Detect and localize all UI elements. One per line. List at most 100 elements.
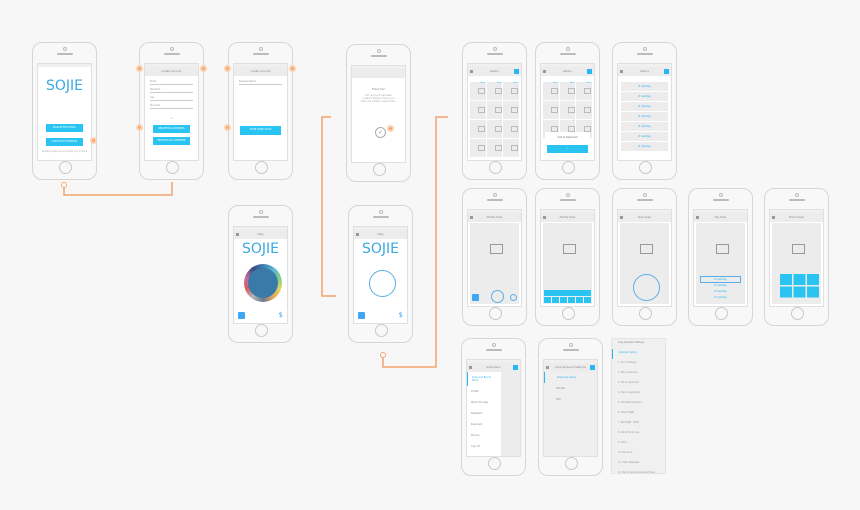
menu-item[interactable]: Keyboard — [471, 423, 483, 426]
gallery-tile[interactable]: New — [576, 82, 592, 100]
nav-bar: Create Account — [145, 67, 198, 76]
gallery-tile[interactable]: 1 — [486, 120, 503, 138]
menu-icon[interactable] — [356, 233, 359, 236]
start-button[interactable]: START SOME VALUE — [240, 126, 281, 135]
menu-item[interactable]: Log out — [471, 445, 480, 448]
gallery-tile[interactable] — [543, 101, 559, 119]
menu-icon[interactable] — [543, 70, 546, 73]
menu-item[interactable]: Share the App — [471, 401, 489, 404]
gallery-tile[interactable]: New — [543, 82, 559, 100]
home-button — [639, 161, 652, 174]
settings-item[interactable]: FAQ — [556, 398, 561, 401]
hotspot-marker — [136, 124, 143, 131]
register-business-button[interactable]: REGISTER AS BUSINESS — [153, 125, 190, 133]
gallery-tile[interactable] — [559, 101, 576, 119]
nav-title: SoJie — [377, 233, 384, 236]
menu-item[interactable]: Sojie and Brand Store — [467, 372, 501, 386]
keyboard-icon[interactable] — [238, 312, 245, 319]
tool-bar[interactable] — [544, 290, 591, 296]
sojie-circle[interactable] — [369, 270, 396, 297]
signup-email-button[interactable]: SIGN UP WITH EMAIL — [46, 124, 83, 132]
filters-icon[interactable] — [510, 294, 517, 301]
logo: SOJIE — [361, 241, 399, 257]
home-button — [373, 163, 386, 176]
or-label: or — [170, 117, 173, 120]
gallery-tile[interactable]: New — [486, 82, 503, 100]
hashtag-item[interactable]: # hashtag — [621, 102, 668, 111]
capture-circle[interactable] — [633, 274, 660, 301]
hashtag-item[interactable]: # hashtag — [621, 112, 668, 121]
keyboard-icon[interactable] — [358, 312, 365, 319]
business-name-field[interactable]: Business Name — [239, 80, 282, 85]
phone-modify-sojie: Modify Sojie — [462, 188, 527, 326]
capture-button[interactable] — [491, 290, 504, 303]
gallery-tile[interactable]: New — [503, 82, 519, 100]
hashtag-option[interactable]: # hashtag — [700, 276, 741, 283]
hotspot-marker — [387, 125, 394, 132]
home-button — [489, 307, 502, 320]
add-icon[interactable] — [664, 69, 669, 74]
setup-step: 6. Select SOJIE — [618, 411, 635, 415]
currency-icon[interactable]: $ — [398, 311, 403, 319]
hashtag-item[interactable]: # hashtag — [621, 122, 668, 131]
image-icon — [563, 244, 576, 254]
tool-buttons[interactable] — [544, 297, 591, 303]
phone-login-screen: SOJIE SIGN UP WITH EMAIL LOGIN WITH FACE… — [32, 42, 97, 180]
menu-icon[interactable] — [236, 233, 239, 236]
login-facebook-button[interactable]: LOGIN WITH FACEBOOK — [46, 138, 83, 146]
settings-item[interactable]: Tutorial — [556, 387, 565, 390]
add-icon[interactable] — [514, 69, 519, 74]
add-icon[interactable] — [587, 69, 592, 74]
menu-item[interactable]: Profile — [471, 390, 479, 393]
phone-menu: Sojie Menu Sojie and Brand Store Profile… — [461, 338, 526, 476]
gallery-tile[interactable] — [503, 120, 519, 138]
gallery-tile[interactable] — [503, 139, 519, 157]
gallery-tile[interactable] — [503, 101, 519, 119]
keyboard-icon[interactable] — [472, 294, 479, 301]
hashtag-item[interactable]: # hashtag — [621, 82, 668, 91]
hashtag-item[interactable]: # hashtag — [621, 132, 668, 141]
menu-icon[interactable] — [620, 70, 623, 73]
age-field[interactable]: Age — [150, 96, 193, 101]
password-field[interactable]: Password — [150, 88, 193, 93]
hashtag-item[interactable]: # hashtag — [621, 92, 668, 101]
phone-modify-sojie-toolbar: Modify Sojie — [535, 188, 600, 326]
check-icon[interactable]: ✓ — [375, 127, 386, 138]
menu-icon[interactable] — [470, 70, 473, 73]
thanks-title: Thank You! — [371, 88, 386, 91]
gallery-tile[interactable] — [470, 139, 486, 157]
home-button — [255, 161, 268, 174]
image-icon — [490, 244, 503, 254]
hashtag-option[interactable]: # hashtag — [714, 284, 727, 287]
gallery-tile[interactable] — [486, 101, 503, 119]
brand-grid[interactable] — [780, 274, 819, 298]
gallery-tile[interactable] — [486, 139, 503, 157]
gallery-tile[interactable] — [576, 101, 592, 119]
settings-item[interactable]: Keyboard Setup — [544, 372, 597, 383]
hotspot-marker — [289, 65, 296, 72]
hashtag-item[interactable]: # hashtag — [621, 142, 668, 151]
setup-step[interactable]: Keyboard Setup — [612, 349, 665, 359]
menu-item[interactable]: Feedback — [471, 412, 483, 415]
connector-home-to-gallery — [382, 116, 448, 368]
hashtag-option[interactable]: # hashtag — [714, 290, 727, 293]
currency-icon[interactable]: $ — [278, 311, 283, 319]
confirm-add-button[interactable]: ✓ — [547, 145, 588, 153]
menu-item[interactable]: Privacy — [471, 434, 480, 437]
login-footer: Already have an account? Log in here — [41, 150, 88, 153]
nav-bar — [352, 69, 405, 78]
gallery-tile[interactable]: New — [470, 82, 486, 100]
setup-step: 8. Allow Full Access — [618, 431, 640, 435]
register-consumer-button[interactable]: REGISTER AS CONSUMER — [153, 137, 190, 145]
home-button — [562, 307, 575, 320]
zip-field[interactable]: Zip Code — [150, 104, 193, 109]
email-field[interactable]: Email — [150, 80, 193, 85]
gallery-tile[interactable]: New — [559, 82, 576, 100]
hashtag-option[interactable]: # hashtag — [714, 296, 727, 299]
gallery-tile[interactable] — [470, 120, 486, 138]
add-to-keyboard-sheet: Add to Keyboard ✓ — [545, 132, 590, 160]
color-wheel[interactable] — [244, 264, 282, 302]
gallery-tile[interactable] — [470, 101, 486, 119]
image-icon — [716, 244, 729, 254]
